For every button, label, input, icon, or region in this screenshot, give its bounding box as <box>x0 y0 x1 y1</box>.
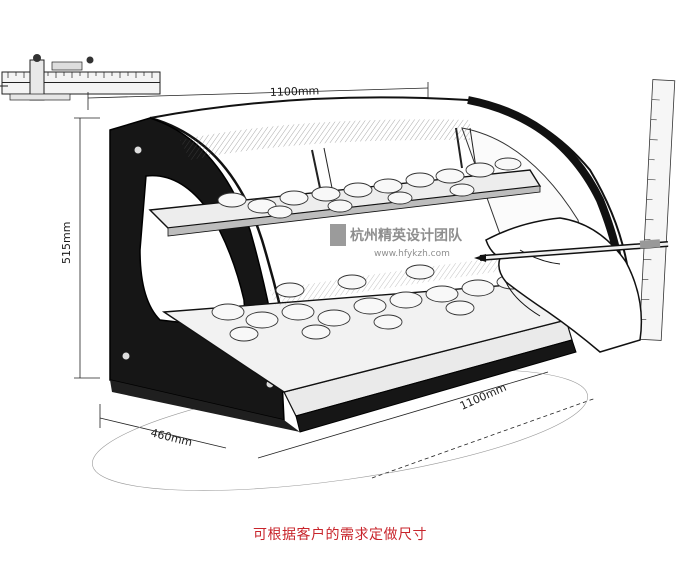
watermark-url: www.hfykzh.com <box>374 249 450 259</box>
watermark-brand: 杭州精英设计团队 <box>350 227 463 244</box>
caption-text: 可根据客户的需求定做尺寸 <box>0 524 680 544</box>
depth-label: 460mm <box>149 426 193 449</box>
height-label: 515mm <box>60 222 73 264</box>
width-label: 1100mm <box>270 84 320 99</box>
watermark: 杭州精英设计团队 www.hfykzh.com <box>330 224 463 259</box>
vertical-ruler <box>639 80 675 341</box>
watermark-logo-icon <box>330 224 346 246</box>
front-length-label: 1100mm <box>458 381 508 413</box>
caliper-ruler <box>0 54 160 100</box>
